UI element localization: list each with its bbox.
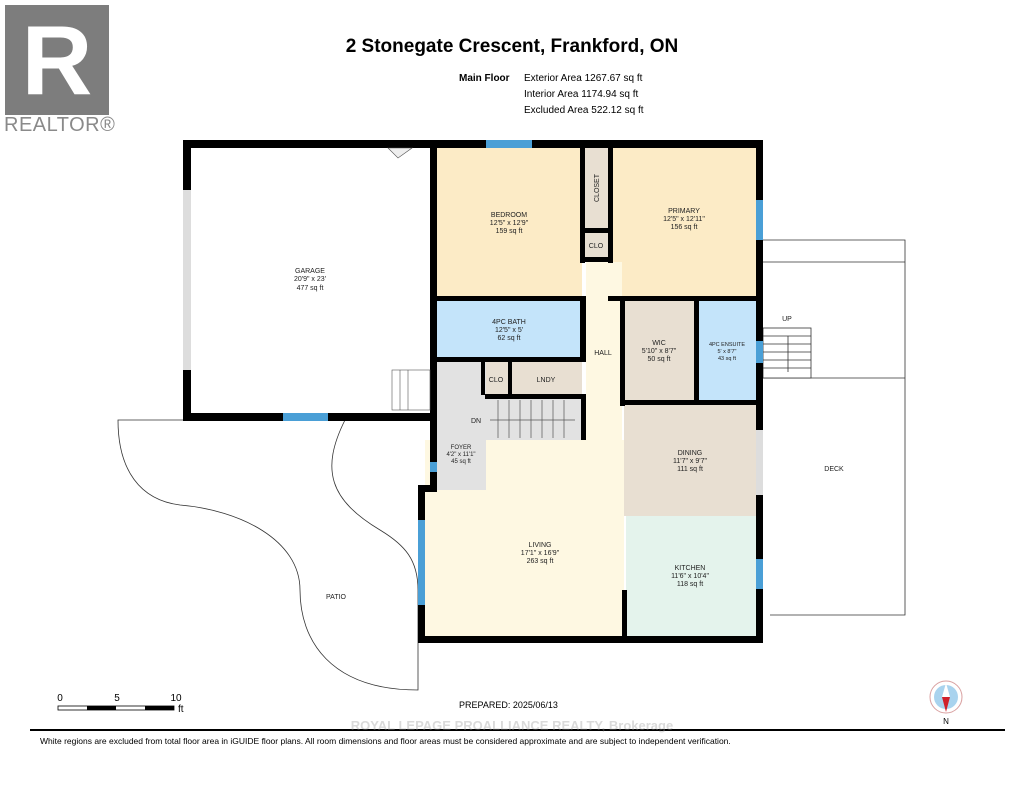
foyer-dims: 4'2" x 11'1" [446, 452, 475, 458]
clo-label-2: CLO [489, 377, 504, 384]
garage-area: 477 sq ft [297, 285, 324, 292]
deck-stairs [762, 327, 812, 379]
dining-area: 111 sq ft [677, 466, 703, 473]
scale-tick-0: 0 [57, 693, 63, 704]
deck-stairs-up-label: UP [782, 316, 792, 323]
deck-label: DECK [824, 466, 844, 473]
ensuite-dims: 5' x 8'7" [717, 349, 736, 355]
patio-outline [117, 419, 419, 691]
living-label: LIVING [529, 542, 552, 549]
scale-bar: 0 5 10 ft [57, 693, 184, 715]
windows [283, 140, 763, 605]
room-bedroom [437, 148, 582, 298]
primary-area: 156 sq ft [671, 224, 698, 231]
bedroom-dims: 12'5" x 12'9" [490, 220, 529, 227]
kitchen-area: 118 sq ft [677, 581, 703, 588]
realtor-logo [5, 5, 109, 115]
footer-divider [30, 729, 1005, 731]
scale-unit: ft [178, 704, 184, 715]
room-kitchen [626, 516, 756, 636]
foyer-area: 45 sq ft [451, 459, 471, 465]
ensuite-label: 4PC ENSUITE [709, 342, 745, 348]
room-ensuite [698, 301, 756, 400]
realtor-logo-text: REALTOR® [4, 114, 116, 136]
wic-dims: 5'10" x 8'7" [642, 348, 677, 355]
wic-area: 50 sq ft [648, 356, 671, 363]
closet-label: CLOSET [594, 173, 601, 202]
room-laundry [512, 362, 582, 395]
living-dims: 17'1" x 16'9" [521, 550, 560, 557]
dining-label: DINING [678, 450, 703, 457]
exterior-area: Exterior Area 1267.67 sq ft [524, 73, 643, 84]
stairs-down-label: DN [471, 418, 481, 425]
compass-north-label: N [943, 717, 949, 726]
scale-tick-10: 10 [170, 693, 182, 704]
deck-outline [763, 239, 906, 616]
ensuite-area: 43 sq ft [718, 356, 737, 362]
garage-label: GARAGE [295, 268, 325, 275]
clo-label-1: CLO [589, 243, 604, 250]
compass-icon: N [929, 680, 963, 726]
primary-dims: 12'5" x 12'11" [663, 216, 705, 223]
bath-dims: 12'5" x 5' [495, 327, 523, 334]
page-title: 2 Stonegate Crescent, Frankford, ON [345, 36, 679, 57]
bedroom-label: BEDROOM [491, 212, 527, 219]
room-clo-2 [485, 362, 509, 395]
excluded-area: Excluded Area 522.12 sq ft [524, 105, 644, 116]
kitchen-dims: 11'6" x 10'4" [671, 573, 709, 580]
living-area: 263 sq ft [527, 558, 554, 565]
dining-dims: 11'7" x 9'7" [673, 458, 707, 465]
garage-steps [391, 369, 431, 411]
hall-label: HALL [594, 350, 612, 357]
disclaimer-text: White regions are excluded from total fl… [40, 736, 731, 746]
primary-label: PRIMARY [668, 208, 700, 215]
bedroom-area: 159 sq ft [496, 228, 523, 235]
foyer-label: FOYER [451, 445, 472, 451]
room-dining [624, 404, 756, 516]
bath-area: 62 sq ft [498, 335, 521, 342]
room-wic [624, 301, 694, 400]
bath-label: 4PC BATH [492, 319, 526, 326]
floor-label: Main Floor [459, 73, 510, 84]
kitchen-label: KITCHEN [675, 565, 706, 572]
wic-label: WIC [652, 340, 666, 347]
realtor-logo-letter: R [21, 5, 93, 115]
scale-tick-5: 5 [114, 693, 120, 704]
interior-area: Interior Area 1174.94 sq ft [524, 89, 639, 100]
laundry-label: LNDY [537, 377, 556, 384]
patio-label: PATIO [326, 594, 347, 601]
room-closet [584, 148, 608, 228]
stairs [486, 398, 582, 440]
brokerage-watermark: ROYAL LEPAGE PROALLIANCE REALTY, Brokera… [350, 718, 674, 733]
prepared-date: PREPARED: 2025/06/13 [459, 700, 558, 710]
garage-dims: 20'9" x 23' [294, 276, 326, 283]
room-primary [612, 148, 757, 298]
room-4pc-bath [437, 301, 582, 357]
room-clo-1 [585, 233, 608, 257]
